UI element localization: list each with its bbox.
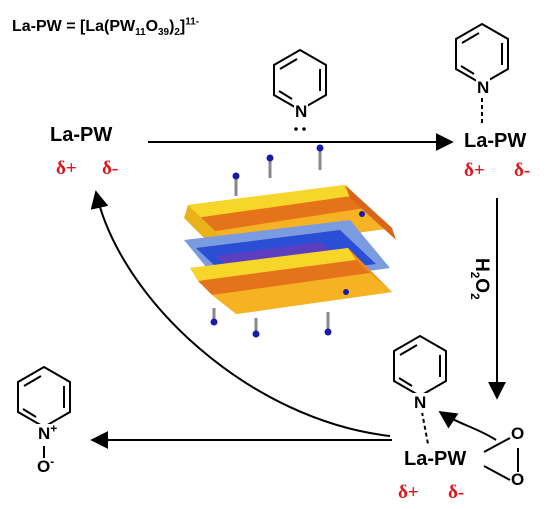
formula-sub-11: 11 <box>135 27 146 39</box>
catalyst-formula: La-PW = [La(PW11O39)2]11- <box>12 16 200 39</box>
formula-sub-2: 2 <box>174 27 180 39</box>
arrow-oxygen-transfer <box>438 411 497 441</box>
delta-minus-start: δ- <box>102 158 119 179</box>
peroxo-oxygen-bottom: O <box>511 470 525 489</box>
pyridine-free-molecule <box>273 48 327 112</box>
catalyst-label-coordinated: La-PW <box>464 130 527 152</box>
n-oxide-o-label: O <box>37 457 51 476</box>
nitrogen-coordinated-top: N <box>476 78 491 98</box>
reagent-h: H <box>471 258 492 272</box>
n-oxide-oxygen: O- <box>37 454 55 477</box>
delta-minus-peroxo: δ- <box>448 482 465 503</box>
n-oxide-n-label: N <box>38 424 51 443</box>
nitrogen-coordinated-bottom: N <box>413 393 428 413</box>
formula-oxygen: O <box>145 18 159 35</box>
reagent-o: O <box>471 278 492 294</box>
peroxo-oxygen-top: O <box>511 424 525 443</box>
arrow-regeneration <box>90 190 391 437</box>
formula-close-paren: ) <box>169 18 175 35</box>
reagent-o-sub: 2 <box>468 293 482 300</box>
formula-sub-39: 39 <box>158 27 170 39</box>
peroxo-ligand <box>483 437 519 481</box>
delta-plus-coordinated: δ+ <box>464 160 485 181</box>
pyridine-n-oxide-molecule <box>17 365 71 429</box>
catalyst-label-peroxo: La-PW <box>404 448 467 470</box>
reagent-h2o2: H2O2 <box>468 258 492 300</box>
n-oxide-minus: - <box>50 454 55 469</box>
pyridine-coordinated-top <box>455 22 509 86</box>
formula-charge: 11- <box>185 16 200 28</box>
formula-prefix: La-PW = [La(PW <box>12 18 136 35</box>
catalyst-label-start: La-PW <box>50 124 113 146</box>
crystal-structure-image <box>184 144 396 338</box>
pyridine-coordinated-bottom <box>393 334 447 398</box>
pyridine-lone-pair <box>294 127 306 131</box>
n-oxide-nitrogen: N+ <box>37 421 59 444</box>
delta-plus-start: δ+ <box>56 158 77 179</box>
delta-minus-coordinated: δ- <box>514 160 531 181</box>
nitrogen-free: N <box>294 102 309 122</box>
delta-plus-peroxo: δ+ <box>398 482 419 503</box>
formula-bracket: ] <box>179 18 186 35</box>
n-oxide-plus: + <box>50 421 58 436</box>
coordination-bond-bottom <box>421 411 429 445</box>
